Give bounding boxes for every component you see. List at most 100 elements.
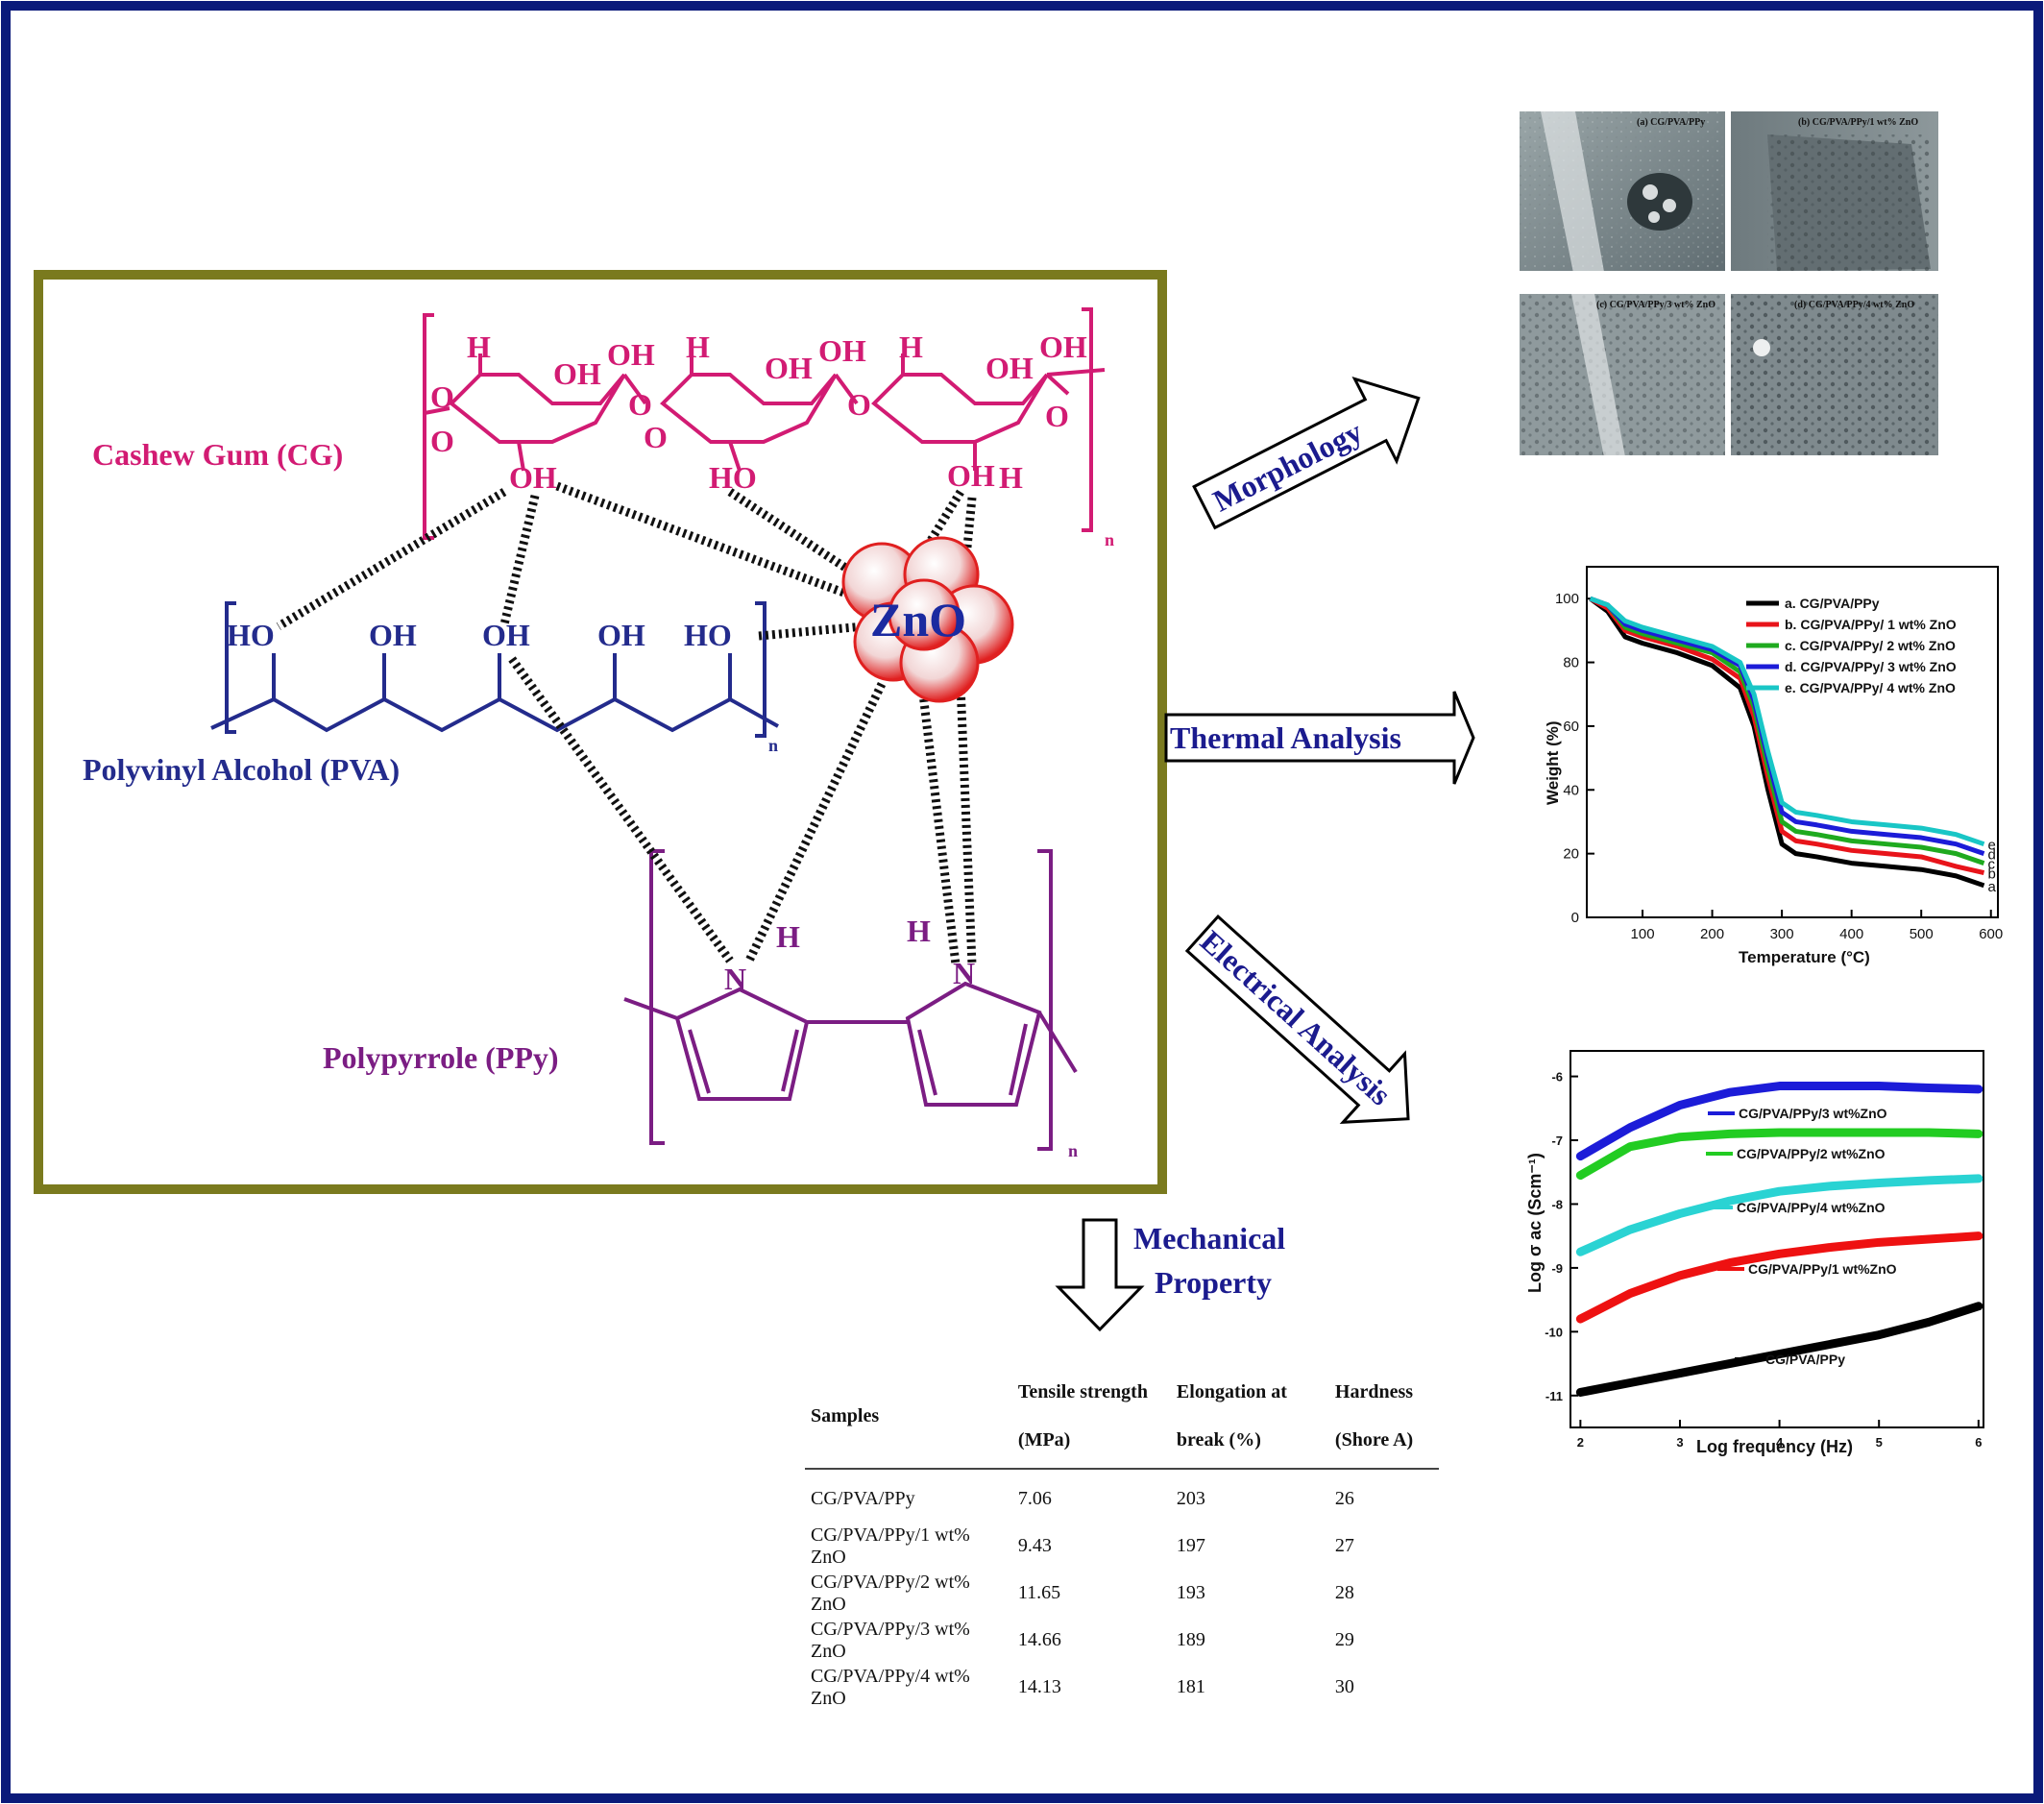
pva-groups: HO OH OH OH HO (227, 618, 732, 652)
table-cell: 27 (1334, 1535, 1354, 1556)
ac-ytick-label: -7 (1551, 1134, 1563, 1148)
tga-ytick-label: 20 (1563, 846, 1579, 863)
ac-xtick-label: 6 (1975, 1435, 1982, 1450)
cg-atom: O (430, 379, 454, 414)
sem-panel-label: (d) CG/PVA/PPy/4 wt% ZnO (1794, 300, 1914, 310)
h-bond (276, 488, 507, 630)
h-bond (758, 622, 865, 641)
ac-ytick-label: -8 (1551, 1197, 1563, 1211)
cg-ring-2 (660, 373, 838, 444)
table-cell: 7.06 (1017, 1488, 1052, 1509)
ppy-ring-2 (905, 981, 1042, 1107)
tga-ylabel: Weight (%) (1544, 720, 1562, 805)
tga-ytick-label: 40 (1563, 782, 1579, 798)
table-cell: 193 (1176, 1582, 1205, 1603)
electrical-arrow[interactable]: Electrical Analysis (1172, 899, 1439, 1153)
ac-xlabel: Log frequency (Hz) (1696, 1437, 1853, 1456)
ac-xtick-label: 3 (1676, 1435, 1683, 1450)
h-bond (961, 497, 977, 568)
column-header: Samples (805, 1364, 1012, 1470)
sem-panel-c: (c) CG/PVA/PPy/3 wt% ZnO (1520, 294, 1725, 467)
mechanical-label-line2: Property (1155, 1265, 1272, 1300)
pva-bracket-right (755, 601, 766, 738)
cg-ring-3 (871, 373, 1049, 444)
table-cell: 203 (1176, 1488, 1205, 1509)
ac-series (1575, 1082, 1983, 1397)
table-row: CG/PVA/PPy/1 wt% ZnO 9.43 197 27 (805, 1523, 1439, 1570)
cg-atom: OH (553, 356, 601, 391)
cg-atom: O (1045, 399, 1069, 433)
ac-xtick-label: 4 (1776, 1435, 1784, 1450)
table-cell: 26 (1334, 1488, 1354, 1509)
sem-panel-label: (c) CG/PVA/PPy/3 wt% ZnO (1596, 300, 1716, 310)
table-row: CG/PVA/PPy/3 wt% ZnO 14.66 189 29 (805, 1617, 1439, 1664)
tga-ytick-label: 60 (1563, 719, 1579, 735)
ac-xtick-label: 5 (1876, 1435, 1883, 1450)
table-row: CG/PVA/PPy 7.06 203 26 (805, 1469, 1439, 1523)
ppy-bracket-right (1037, 849, 1053, 1151)
zno-label: ZnO (870, 593, 966, 646)
tga-series-line (1589, 597, 1985, 889)
cg-atom: O (847, 387, 871, 422)
tga-legend-entry: b. CG/PVA/PPy/ 1 wt% ZnO (1785, 617, 1957, 632)
pva-group: OH (482, 618, 530, 652)
ac-series-label: CG/PVA/PPy/3 wt%ZnO (1739, 1106, 1887, 1121)
morphology-arrow[interactable]: Morphology (1183, 357, 1439, 549)
ppy-linkers (623, 997, 1078, 1074)
electrical-label: Electrical Analysis (1194, 923, 1398, 1111)
table-row: CG/PVA/PPy/4 wt% ZnO 14.13 181 30 (805, 1664, 1439, 1711)
ac-ytick-label: -11 (1545, 1389, 1563, 1403)
pva-bracket-left (225, 601, 236, 734)
h-bond (727, 488, 867, 584)
ppy-atom: H (907, 914, 931, 948)
pva-group: OH (597, 618, 645, 652)
table-header-row: Samples Tensile strength (MPa) Elongatio… (805, 1364, 1439, 1470)
ac-series-label: CG/PVA/PPy/2 wt%ZnO (1737, 1146, 1886, 1161)
table-cell: 9.43 (1017, 1535, 1052, 1556)
ac-ytick-label: -9 (1551, 1261, 1563, 1276)
pva-backbone (210, 696, 779, 733)
zno-cluster (841, 536, 1014, 703)
cg-atom: H (999, 460, 1023, 495)
sem-panel-d: (d) CG/PVA/PPy/4 wt% ZnO (1731, 294, 1938, 467)
cg-ring-1 (449, 373, 626, 444)
tga-legend-entry: c. CG/PVA/PPy/ 2 wt% ZnO (1785, 638, 1956, 653)
mechanical-table: Samples Tensile strength (MPa) Elongatio… (805, 1364, 1439, 1711)
cg-atom: OH (607, 337, 655, 372)
cg-atom: H (467, 329, 491, 364)
tga-series-end-label: c (1987, 857, 1995, 873)
tga-xtick-label: 200 (1700, 926, 1724, 942)
cg-atom: O (628, 387, 652, 422)
tga-series-end-label: b (1987, 866, 1995, 883)
zno-sphere (888, 578, 961, 651)
mechanical-arrow[interactable] (1055, 1218, 1145, 1332)
ppy-subscript: n (1068, 1141, 1078, 1160)
morphology-label: Morphology (1207, 414, 1368, 519)
thermal-label: Thermal Analysis (1170, 720, 1401, 755)
ppy-label: Polypyrrole (PPy) (323, 1040, 559, 1075)
sem-panel-label: (a) CG/PVA/PPy (1637, 117, 1705, 128)
thermal-arrow[interactable]: Thermal Analysis (1164, 691, 1475, 785)
cg-bracket-right (1082, 307, 1093, 532)
tga-plot-frame (1586, 566, 1999, 918)
ac-ytick-label: -10 (1545, 1325, 1563, 1339)
tga-xtick-label: 100 (1631, 926, 1655, 942)
pva-group: HO (227, 618, 275, 652)
h-bond (499, 494, 540, 626)
pva-label: Polyvinyl Alcohol (PVA) (83, 752, 400, 787)
tga-series-end-label: d (1987, 847, 1995, 864)
tga-legend-entry: d. CG/PVA/PPy/ 3 wt% ZnO (1785, 659, 1957, 674)
table-cell: CG/PVA/PPy (811, 1488, 915, 1509)
table-cell: CG/PVA/PPy/2 wt% ZnO (811, 1571, 970, 1615)
tga-ytick-label: 100 (1555, 591, 1579, 607)
pva-structure (210, 601, 779, 738)
table-cell: 197 (1176, 1535, 1205, 1556)
tga-xtick-label: 400 (1839, 926, 1863, 942)
ac-ytick-label: -6 (1551, 1070, 1563, 1085)
h-bond (744, 682, 887, 963)
tga-ytick-label: 80 (1563, 655, 1579, 671)
